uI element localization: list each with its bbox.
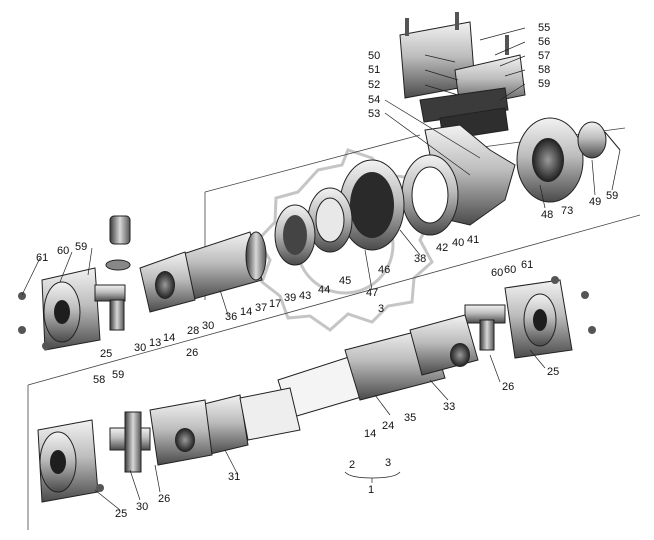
callout-58: 59: [538, 78, 550, 90]
callout-54: 55: [538, 22, 550, 34]
callout-26-b: 26: [502, 381, 514, 393]
callout-1: 1: [368, 484, 374, 496]
callout-61-a: 61: [36, 252, 48, 264]
lower-left-yoke: [37, 411, 151, 503]
bracket-assembly: [399, 12, 526, 226]
callout-55: 56: [538, 36, 550, 48]
leader-lines: [21, 27, 621, 511]
intermediate-shaft: [105, 215, 267, 313]
callout-44: 46: [378, 264, 390, 276]
callout-28: 30: [202, 320, 214, 332]
flange: [516, 117, 621, 203]
callout-52: 53: [368, 108, 380, 120]
callout-41-b: 43: [299, 290, 311, 302]
callout-33: 33: [443, 401, 455, 413]
callout-27: 28: [187, 325, 199, 337]
callout-60-b: 60: [504, 264, 516, 276]
callout-43: 45: [339, 275, 351, 287]
callout-56: 57: [538, 50, 550, 62]
callout-26-c: 26: [158, 493, 170, 505]
right-yoke: [464, 276, 596, 359]
callout-2: 2: [349, 459, 355, 471]
callout-51: 52: [368, 79, 380, 91]
callout-60-a: 60: [57, 245, 69, 257]
main-shaft: [149, 314, 479, 466]
callout-30-b: 30: [136, 501, 148, 513]
callout-57: 58: [538, 64, 550, 76]
callout-labels: 61 60 59 50 51 52 54 53 55 56 57 58 59 4…: [36, 22, 618, 520]
callout-50: 51: [368, 64, 380, 76]
callout-31: 31: [228, 471, 240, 483]
callout-26-a: 26: [186, 347, 198, 359]
callout-61-b: 61: [521, 259, 533, 271]
support-rings: [274, 154, 459, 266]
callout-59-b: 60: [491, 267, 503, 279]
callout-25-b: 25: [547, 366, 559, 378]
callout-47: 49: [589, 196, 601, 208]
upper-left-yoke: [18, 267, 126, 351]
callout-59-c: 59: [112, 369, 124, 381]
callout-34: 35: [404, 412, 416, 424]
callout-60-c: 58: [93, 374, 105, 386]
callout-37-a: 38: [414, 253, 426, 265]
callout-14-c: 14: [364, 428, 376, 440]
callout-37-b: 17: [269, 298, 281, 310]
callout-49: 50: [368, 50, 380, 62]
callout-48: 59: [606, 190, 618, 202]
callout-3-b: 3: [385, 457, 391, 469]
callout-14-a: 14: [240, 306, 252, 318]
callout-13: 13: [149, 337, 161, 349]
callout-25-a: 25: [100, 348, 112, 360]
callout-35: 36: [225, 311, 237, 323]
callout-30-a: 30: [134, 342, 146, 354]
callout-3-a: 3: [378, 303, 384, 315]
callout-25-c: 25: [115, 508, 127, 520]
callout-40: 41: [467, 234, 479, 246]
callout-42: 44: [318, 284, 330, 296]
callout-73: 73: [561, 205, 573, 217]
callout-38: 39: [284, 292, 296, 304]
callout-45: 47: [366, 287, 378, 299]
callout-53: 54: [368, 94, 380, 106]
callout-36: 37: [255, 302, 267, 314]
callout-46: 48: [541, 209, 553, 221]
callout-24: 24: [382, 420, 394, 432]
callout-39: 40: [452, 237, 464, 249]
callout-41-a: 42: [436, 242, 448, 254]
callout-14-b: 14: [163, 332, 175, 344]
callout-59-a: 59: [75, 241, 87, 253]
